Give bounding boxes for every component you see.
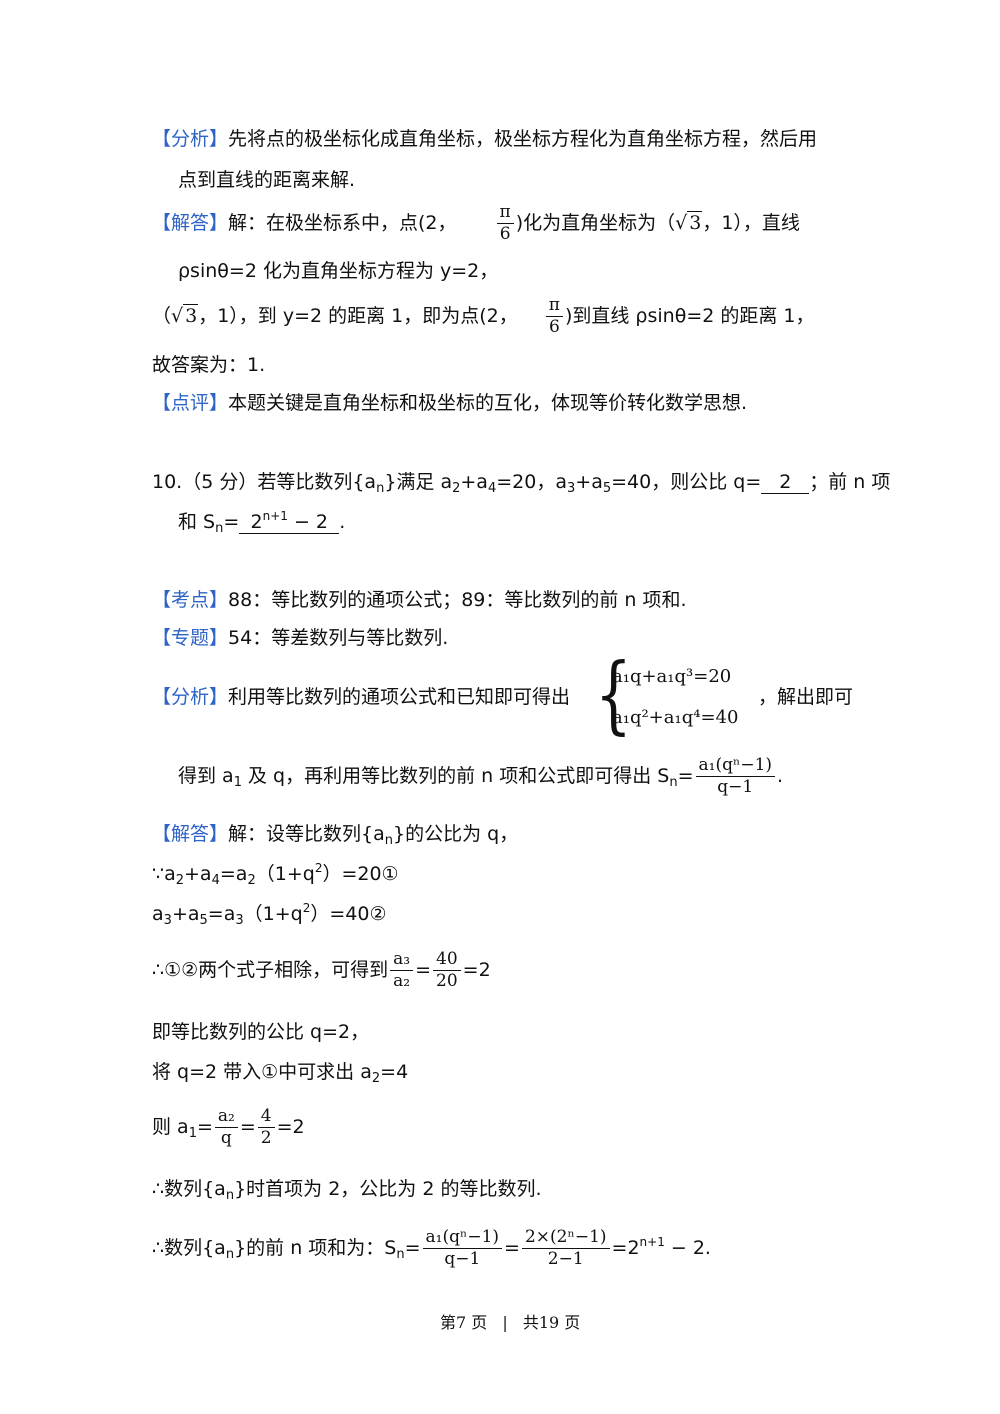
- q10-kaodian: 【考点】88：等比数列的通项公式；89：等比数列的前 n 项和.: [152, 589, 687, 611]
- sn-formula-fraction: a₁(qⁿ−1)q−1: [695, 755, 776, 797]
- q10-stem-line2: 和 Sn=2n+1 − 2.: [178, 509, 346, 536]
- analysis-tag: 【分析】: [152, 128, 229, 150]
- analysis-tag: 【分析】: [152, 686, 229, 708]
- system-brace: {: [595, 644, 632, 744]
- sn-general-fraction: a₁(qⁿ−1)q−1: [422, 1227, 503, 1269]
- q10-step5: 将 q=2 带入①中可求出 a2=4: [152, 1061, 409, 1086]
- page-footer: 第7 页 | 共19 页: [440, 1309, 580, 1333]
- system-eq1: a₁q+a₁q³=20: [612, 666, 732, 687]
- sqrt-three: √3: [675, 210, 703, 234]
- answer-blank-sn: 2n+1 − 2: [239, 510, 340, 534]
- q10-analysis-tail: ，解出即可: [758, 686, 854, 708]
- page-total: 共19 页: [522, 1313, 581, 1332]
- p9-analysis-line1: 【分析】先将点的极坐标化成直角坐标，极坐标方程化为直角坐标方程，然后用: [152, 128, 817, 151]
- sn-substituted-fraction: 2×(2ⁿ−1)2−1: [521, 1227, 610, 1269]
- p9-answer-line4: 故答案为：1.: [152, 354, 266, 376]
- answer-tag: 【解答】: [152, 211, 229, 234]
- answer-tag: 【解答】: [152, 823, 229, 845]
- footer-separator: |: [502, 1313, 508, 1332]
- kaodian-tag: 【考点】: [152, 589, 229, 611]
- q10-step1: ∵a2+a4=a2（1+q2）=20①: [152, 861, 399, 888]
- q10-zhuanti: 【专题】54：等差数列与等比数列.: [152, 627, 449, 649]
- q10-step4: 即等比数列的公比 q=2，: [152, 1021, 370, 1043]
- q10-step7: ∴数列{an}时首项为 2，公比为 2 的等比数列.: [152, 1178, 542, 1203]
- q10-step8: ∴数列{an}的前 n 项和为：Sn=a₁(qⁿ−1)q−1=2×(2ⁿ−1)2…: [152, 1227, 711, 1269]
- analysis-text: 点到直线的距离来解.: [178, 169, 356, 191]
- q10-answer-line1: 【解答】解：设等比数列{an}的公比为 q，: [152, 823, 519, 848]
- q10-analysis-line2: 得到 a1 及 q，再利用等比数列的前 n 项和公式即可得出 Sn=a₁(qⁿ−…: [178, 755, 784, 797]
- system-eq2: a₁q²+a₁q⁴=40: [612, 707, 739, 728]
- q10-analysis-line1: 【分析】利用等比数列的通项公式和已知即可得出: [152, 686, 571, 708]
- q10-stem-line1: 10.（5 分）若等比数列{an}满足 a2+a4=20，a3+a5=40，则公…: [152, 471, 891, 496]
- answer-blank-q: 2: [761, 472, 810, 494]
- page-number: 第7 页: [440, 1313, 488, 1332]
- analysis-text: 先将点的极坐标化成直角坐标，极坐标方程化为直角坐标方程，然后用: [228, 128, 818, 150]
- comment-tag: 【点评】: [152, 392, 229, 414]
- p9-answer-line2: ρsinθ=2 化为直角坐标方程为 y=2，: [178, 260, 499, 282]
- p9-analysis-line2: 点到直线的距离来解.: [178, 169, 355, 192]
- sqrt-three: √3: [171, 303, 199, 327]
- zhuanti-tag: 【专题】: [152, 627, 229, 649]
- p9-comment: 【点评】本题关键是直角坐标和极坐标的互化，体现等价转化数学思想.: [152, 392, 748, 414]
- q10-step2: a3+a5=a3（1+q2）=40②: [152, 901, 387, 928]
